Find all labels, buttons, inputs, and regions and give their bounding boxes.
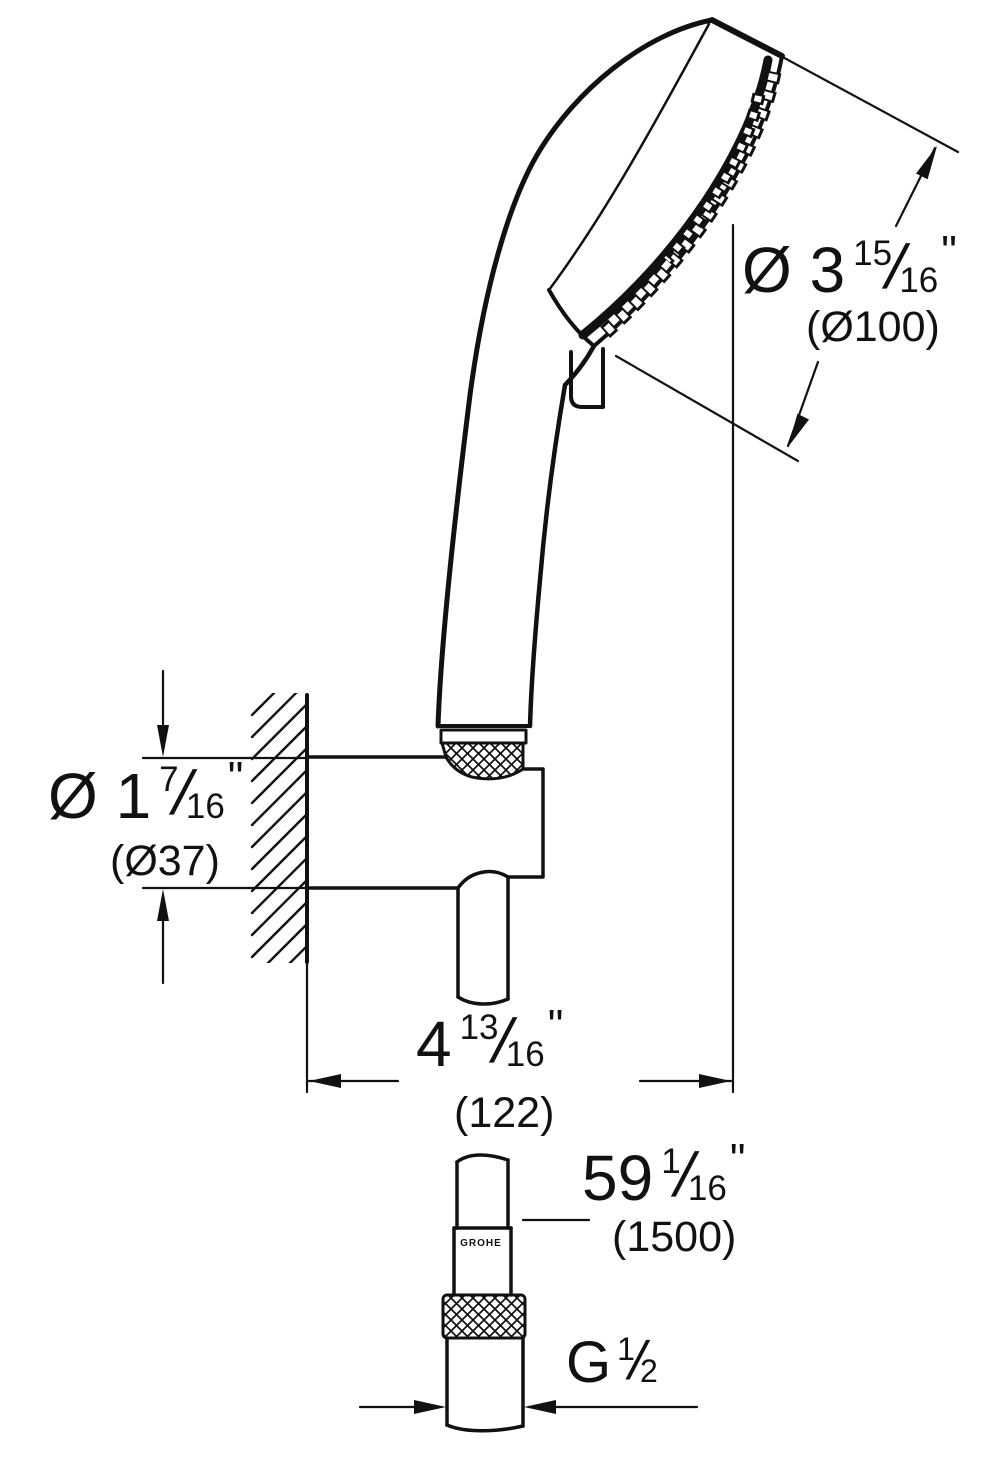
dim-value: 4: [416, 1008, 452, 1080]
extension-line: [614, 354, 800, 463]
arrowhead: [916, 146, 937, 180]
arrowhead: [309, 1074, 341, 1088]
fraction-numerator: 1: [617, 1331, 635, 1367]
holder-hose-shoulder: [456, 869, 510, 890]
dim-wall-to-head-lines: [305, 223, 735, 1094]
hose-upper-break-line: [456, 995, 510, 1006]
inch-mark: ": [941, 227, 957, 276]
hose-lower-break-line: [455, 1153, 510, 1164]
arrowhead: [524, 1400, 556, 1414]
hose-knurled-nut: [441, 1293, 527, 1340]
fraction-denominator: 16: [505, 1035, 545, 1074]
fraction-numerator: 15: [853, 234, 893, 273]
fraction-numerator: 7: [159, 760, 179, 799]
dim-value: Ø 1: [48, 760, 152, 832]
dim-head-diameter-metric: (Ø100): [806, 303, 940, 351]
handle-right-edge: [527, 343, 597, 729]
dim-value: 59: [582, 1142, 654, 1214]
dim-value: Ø 3: [742, 234, 846, 306]
head-inner-line: [547, 22, 711, 292]
handle-knurled-cone: [440, 741, 525, 781]
dim-wall-to-head-metric: (122): [454, 1089, 555, 1137]
arrowhead: [788, 413, 809, 447]
wall-hatching: [250, 693, 307, 963]
dim-value: G: [566, 1330, 612, 1395]
wall-mount-holder: [305, 755, 545, 890]
extension-line: [716, 20, 960, 154]
fraction-denominator: 16: [185, 787, 225, 826]
head-back-outline: [435, 17, 715, 729]
nozzle-pattern: [596, 70, 782, 342]
head-bottom-edge: [547, 288, 596, 348]
inch-mark: ": [729, 1135, 746, 1184]
fraction-denominator: 2: [639, 1353, 658, 1389]
shower-hose: [441, 875, 527, 1433]
shower-head: [435, 17, 785, 729]
handle: [436, 343, 597, 781]
arrowhead: [157, 725, 169, 757]
fraction-numerator: 13: [459, 1008, 499, 1047]
holder-right-edge: [506, 767, 545, 879]
fraction-numerator: 1: [661, 1142, 681, 1181]
fraction-denominator: 16: [899, 261, 939, 300]
dim-holder-diameter-metric: (Ø37): [110, 837, 220, 885]
inch-mark: ": [227, 753, 244, 802]
head-tab: [569, 347, 605, 409]
inch-mark: ": [547, 1001, 564, 1050]
wall-section: [250, 693, 309, 964]
brand-logo: GROHE: [460, 1238, 502, 1249]
dim-hose-length-metric: (1500): [612, 1213, 737, 1261]
hose-end-break-line: [445, 1423, 525, 1433]
dim-holder-diameter-lines: [141, 669, 307, 985]
arrowhead: [699, 1074, 731, 1088]
arrowhead: [414, 1400, 446, 1414]
dim-head-diameter-lines: [614, 20, 960, 463]
fraction-denominator: 16: [687, 1169, 727, 1208]
handle-collar: [439, 728, 528, 745]
arrowhead: [157, 889, 169, 921]
dim-thread-lines: [358, 1400, 699, 1414]
